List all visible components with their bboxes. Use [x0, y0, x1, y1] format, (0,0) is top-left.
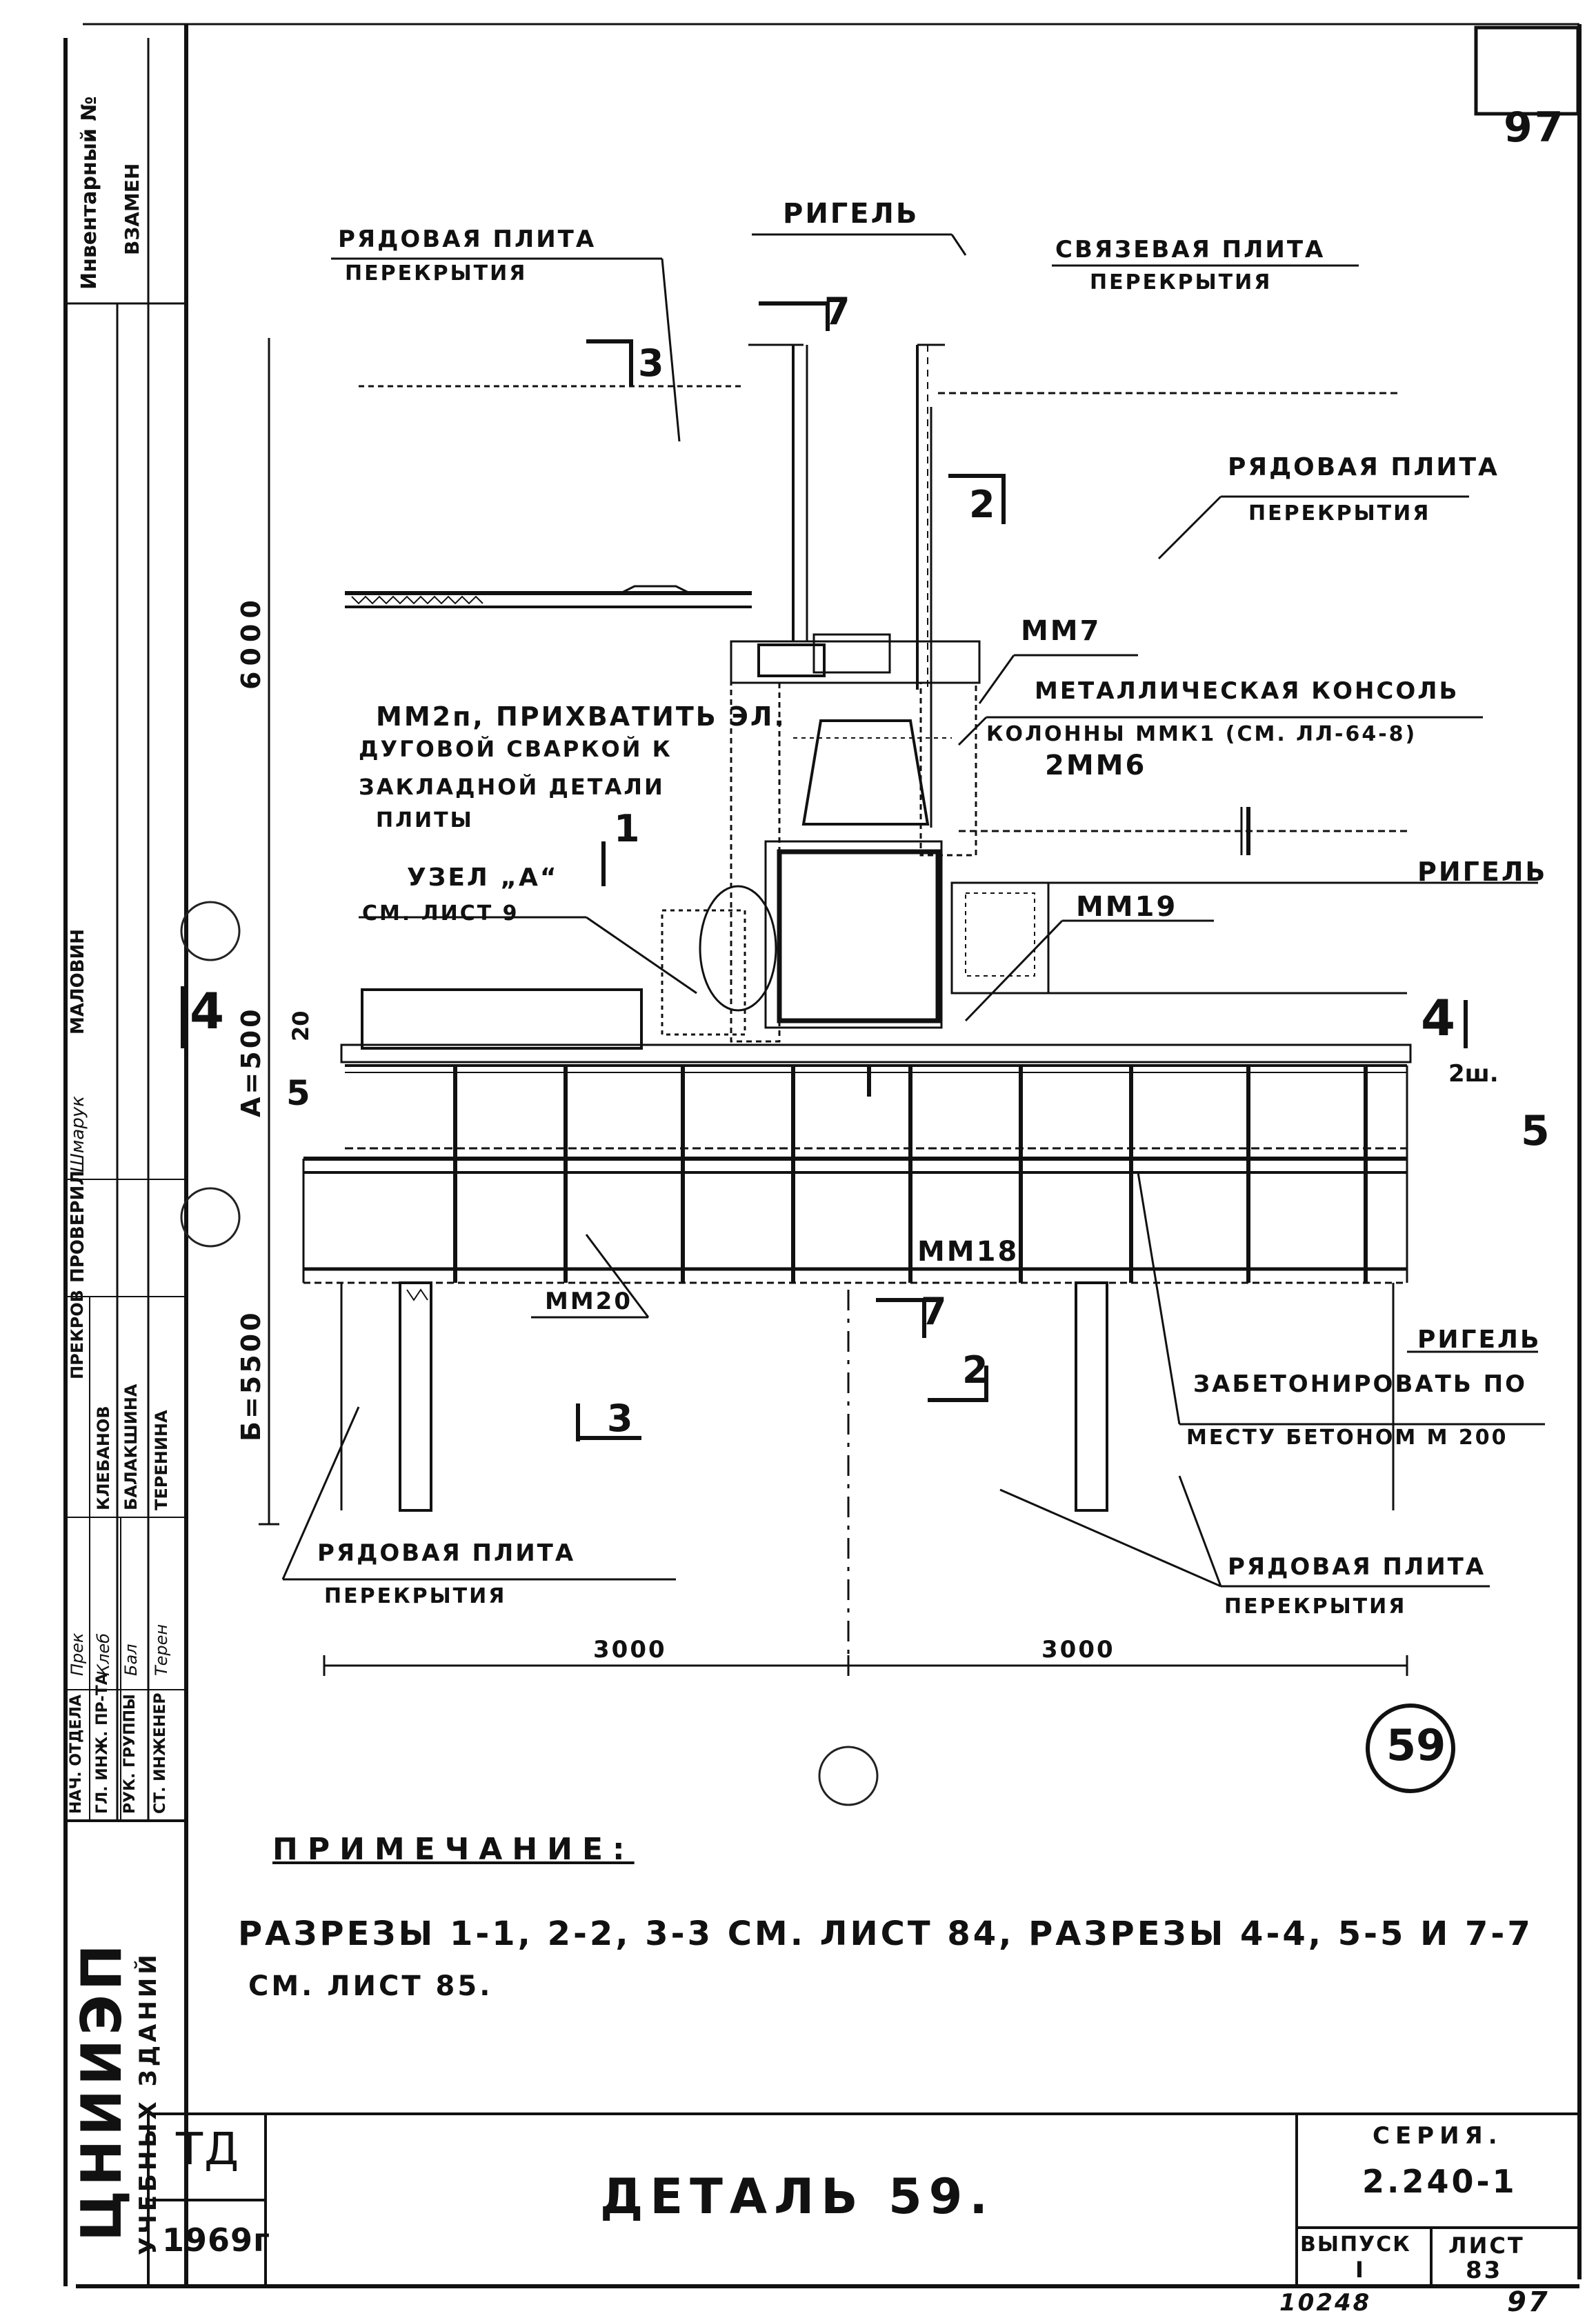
- detail-number: 59: [1386, 1720, 1446, 1770]
- node-a-l2: СМ. ЛИСТ 9: [362, 901, 519, 926]
- checked-header: ПРОВЕРИЛ: [68, 1170, 88, 1283]
- ordinary-slab-top-left-l1: РЯДОВАЯ ПЛИТА: [338, 226, 597, 253]
- node-a-l1: УЗЕЛ „А“: [407, 863, 559, 892]
- mm7-label: ММ7: [1021, 615, 1101, 647]
- role-3: РУК. ГРУППЫ: [121, 1694, 139, 1814]
- section-4-right: 4: [1421, 989, 1458, 1047]
- ordinary-slab-right-l2: ПЕРЕКРЫТИЯ: [1248, 501, 1431, 526]
- name-1: КЛЕБАНОВ: [94, 1406, 113, 1510]
- series-label: СЕРИЯ.: [1373, 2122, 1503, 2150]
- rigel-right-label: РИГЕЛЬ: [1417, 857, 1548, 887]
- dim-20: 20: [288, 1010, 314, 1041]
- mm18-label: ММ18: [917, 1236, 1019, 1268]
- title-block-frame: [147, 2112, 1579, 2286]
- mm19-label: ММ19: [1076, 891, 1178, 923]
- dim-b-5500: Б=5500: [236, 1310, 266, 1441]
- signature-4: Терен: [152, 1623, 171, 1676]
- section-5-left: 5: [286, 1073, 312, 1113]
- concrete-l2: МЕСТУ БЕТОНОМ М 200: [1186, 1426, 1508, 1450]
- mm2-l1: ММ2п, ПРИХВАТИТЬ ЭЛ.: [376, 701, 786, 732]
- note-line-1: РАЗРЕЗЫ 1-1, 2-2, 3-3 СМ. ЛИСТ 84, РАЗРЕ…: [238, 1915, 1533, 1953]
- page-mark-box: [1474, 26, 1580, 116]
- section-2-bottom: 2: [962, 1348, 990, 1392]
- mm6-label: 2ММ6: [1045, 750, 1147, 781]
- td-mark: ТД: [176, 2124, 241, 2175]
- ordinary-slab-bottom-left-l1: РЯДОВАЯ ПЛИТА: [317, 1539, 576, 1567]
- console-l2: КОЛОННЫ ММК1 (СМ. ЛЛ-64-8): [986, 722, 1417, 746]
- punch-holes: [180, 901, 879, 1806]
- sheet-label: ЛИСТ: [1448, 2232, 1525, 2259]
- issue-label: ВЫПУСК: [1300, 2232, 1411, 2257]
- signature-3: Бал: [121, 1643, 141, 1676]
- ordinary-slab-bottom-right-l1: РЯДОВАЯ ПЛИТА: [1228, 1553, 1486, 1581]
- console-l1: МЕТАЛЛИЧЕСКАЯ КОНСОЛЬ: [1035, 677, 1459, 705]
- dim-3000-left: 3000: [593, 1636, 667, 1663]
- checker-name: МАЛОВИН: [68, 928, 88, 1035]
- role-4: СТ. ИНЖЕНЕР: [152, 1692, 169, 1814]
- section-5-right: 5: [1521, 1107, 1552, 1155]
- page-mark-bottom: 97: [1507, 2286, 1550, 2318]
- role-1: НАЧ. ОТДЕЛА: [68, 1695, 85, 1814]
- mm2-l4: ПЛИТЫ: [376, 808, 474, 832]
- archive-number: 10248: [1279, 2289, 1372, 2317]
- section-3-bottom: 3: [607, 1397, 635, 1440]
- page-mark-top: 97: [1504, 103, 1566, 152]
- sheet-frame: [63, 23, 1582, 2288]
- tie-slab-l2: ПЕРЕКРЫТИЯ: [1090, 270, 1273, 294]
- ordinary-slab-bottom-right-l2: ПЕРЕКРЫТИЯ: [1224, 1595, 1407, 1619]
- note-line-2: СМ. ЛИСТ 85.: [248, 1970, 493, 2002]
- ordinary-slab-right-l1: РЯДОВАЯ ПЛИТА: [1228, 453, 1499, 481]
- checker-signature: Шмарук: [68, 1096, 88, 1172]
- name-3: ТЕРЕНИНА: [152, 1410, 171, 1510]
- dim-3000-right: 3000: [1041, 1636, 1115, 1663]
- note-heading: ПРИМЕЧАНИЕ:: [272, 1832, 635, 1867]
- mm2-l3: ЗАКЛАДНОЙ ДЕТАЛИ: [359, 774, 665, 800]
- section-7-top: 7: [824, 290, 852, 333]
- rigel-top-label: РИГЕЛЬ: [783, 198, 919, 230]
- mm20-label: ММ20: [545, 1288, 632, 1315]
- drawing-title: ДЕТАЛЬ 59.: [600, 2168, 995, 2225]
- signature-1: Прек: [68, 1632, 87, 1676]
- section-2-top: 2: [969, 483, 997, 526]
- section-4-left: 4: [190, 982, 227, 1040]
- sheet-value: 83: [1466, 2257, 1503, 2284]
- ordinary-slab-top-left-l2: ПЕРЕКРЫТИЯ: [345, 261, 528, 286]
- inventory-label: Инвентарный №: [77, 96, 101, 290]
- series-value: 2.240-1: [1362, 2163, 1517, 2200]
- dim-a-500: А=500: [236, 1006, 266, 1117]
- institute-sub: УЧЕБНЫХ ЗДАНИЙ: [134, 1951, 162, 2255]
- signature-2: Клеб: [94, 1633, 113, 1676]
- year: 1969г: [162, 2221, 271, 2259]
- dim-small-2: 2ш.: [1448, 1060, 1499, 1088]
- institute-name: ЦНИИЭП: [70, 1940, 134, 2241]
- replaced-label: ВЗАМЕН: [121, 163, 143, 255]
- tie-slab-l1: СВЯЗЕВАЯ ПЛИТА: [1055, 236, 1326, 263]
- dim-6000: 6000: [236, 595, 266, 690]
- detail-number-circle: [1366, 1703, 1455, 1793]
- structural-drawing: [181, 233, 1545, 1676]
- issue-value: I: [1355, 2257, 1366, 2283]
- rigel-right-low-label: РИГЕЛЬ: [1417, 1326, 1542, 1354]
- section-1: 1: [614, 807, 642, 850]
- ordinary-slab-bottom-left-l2: ПЕРЕКРЫТИЯ: [324, 1584, 507, 1608]
- section-7-bottom: 7: [921, 1290, 949, 1333]
- names-header: ПРЕКРОВ: [68, 1290, 87, 1379]
- concrete-l1: ЗАБЕТОНИРОВАТЬ ПО: [1193, 1370, 1527, 1398]
- mm2-l2: ДУГОВОЙ СВАРКОЙ К: [359, 736, 672, 762]
- role-2: ГЛ. ИНЖ. ПР-ТА: [94, 1673, 111, 1814]
- name-2: БАЛАКШИНА: [121, 1383, 141, 1510]
- section-3-top: 3: [638, 341, 666, 385]
